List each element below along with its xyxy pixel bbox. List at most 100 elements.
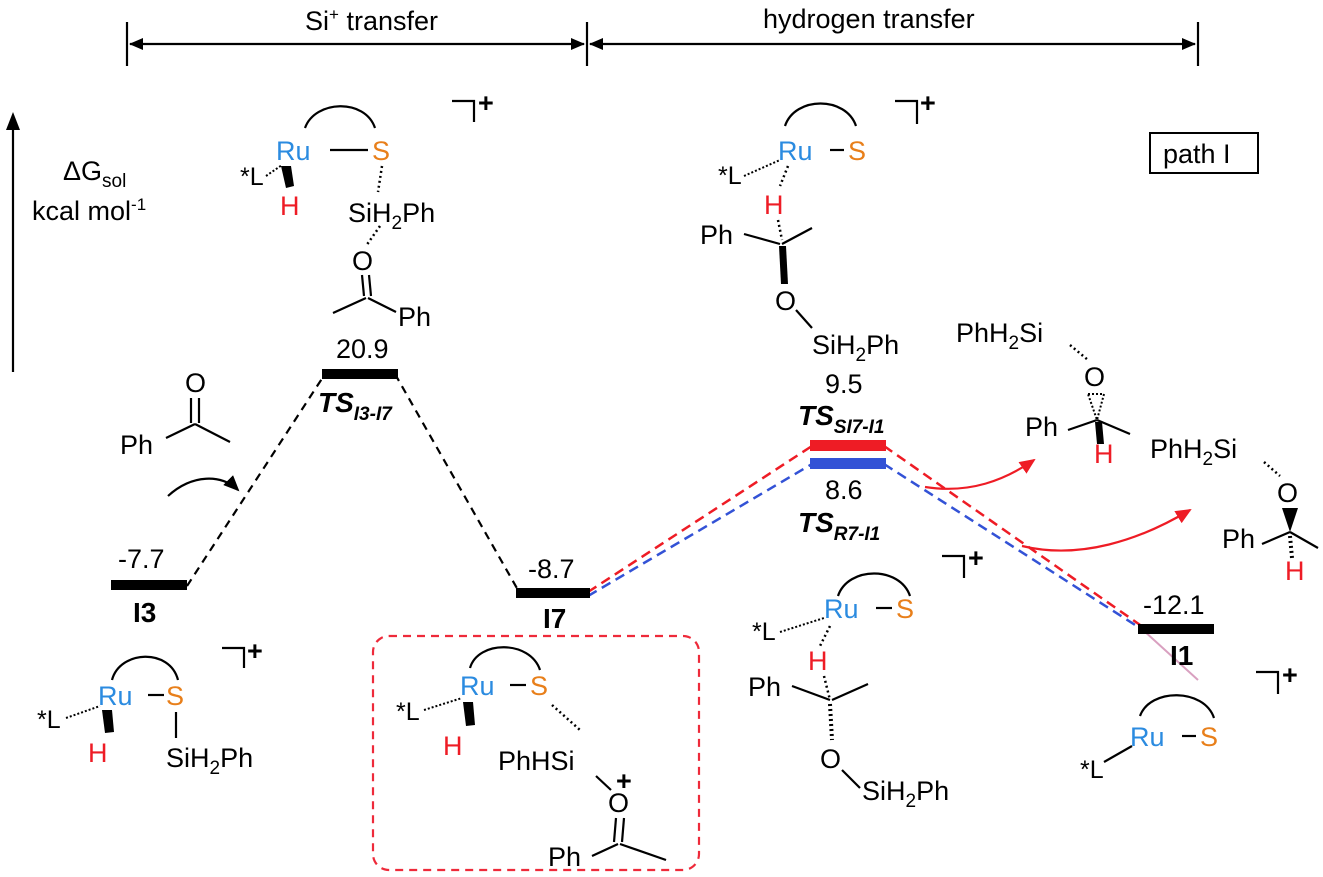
structure-ts-s: Ru S *L H Ph O SiH2Ph + [700,88,936,366]
s-atom: S [166,681,184,711]
hydrogen-transfer-label: hydrogen transfer [763,4,975,34]
ru-atom: Ru [1130,722,1165,752]
link-i1-tail [1142,629,1199,681]
level-label-i7: I7 [543,603,566,634]
o-atom: O [820,744,841,774]
wedge-bond [1095,422,1104,444]
level-energy-i3: -7.7 [118,544,165,574]
level-label-ts-i3-i7: TSI3-I7 [318,387,393,425]
hash-wedge [828,703,834,741]
ph-bond [743,232,781,246]
ph-bond [791,684,831,702]
o-atom: O [775,286,796,316]
bracket [222,646,246,668]
hash-bond [65,705,101,719]
acetophenone-reagent: O Ph [120,368,240,497]
structure-i3: Ru S *L H SiH2Ph + [37,636,263,779]
ru-atom: Ru [824,594,859,624]
level-bar-i7 [516,588,590,598]
structure-ts-i3-i7: Ru S *L H SiH2Ph O Ph + [240,88,494,332]
si-o-dotted [1263,461,1281,477]
y-axis-label: ΔGsol [63,156,126,192]
methyl-bond [1289,531,1319,549]
level-bar-ts-i3-i7 [322,369,398,379]
ligand-l: *L [1080,756,1104,784]
y-axis-units: kcal mol-1 [32,195,146,226]
silyl-group: SiH2Ph [812,330,899,366]
wedge-bond [1282,508,1298,532]
s-si-dotted [376,165,384,193]
s-atom: S [372,136,390,166]
bracket [1256,670,1280,694]
c-o-double-1 [612,817,618,843]
silyl-group: PhHSi [498,746,575,776]
o-atom: O [608,788,629,818]
link-i7-ts-s [587,444,813,594]
reagent-arrow [167,475,240,497]
ph-group: Ph [398,302,431,332]
ph-group: Ph [120,430,153,460]
ph-group: Ph [700,220,733,250]
link-ts-r-i1 [883,462,1144,632]
wedge-bond [281,166,294,188]
charge-plus: + [616,766,632,796]
ligand-l: *L [396,698,420,726]
ligand-l: *L [752,618,776,646]
charge-plus: + [1282,660,1298,690]
ph-group: Ph [548,842,581,872]
structure-i1: Ru S *L + [1080,660,1298,784]
c-o-double-2 [367,274,373,297]
methyl-bond [619,842,667,862]
link-ts-s-i1 [883,444,1144,629]
charge-plus: + [968,543,984,573]
ru-atom: Ru [98,681,133,711]
h-atom: H [1094,439,1114,469]
ph-group: Ph [748,672,781,702]
o-si-bond [841,769,861,789]
o-atom: O [352,246,373,276]
level-label-i1: I1 [1170,640,1193,671]
h-atom: H [443,731,463,761]
level-energy-ts-i3-i7: 20.9 [336,334,389,364]
ligand-l: *L [37,706,61,734]
chelate-arc [468,646,542,671]
methyl-bond [194,423,231,443]
ru-atom: Ru [460,671,495,701]
h-atom: H [280,191,300,221]
ru-atom: Ru [276,136,311,166]
h-c-dotted [822,675,832,701]
link-i7-ts-r [587,462,813,598]
methyl-bond [781,227,813,245]
level-label-ts-s: TSSI7-I1 [798,400,884,438]
structure-i7: Ru S *L H PhHSi O + Ph [396,646,667,872]
level-bar-i1 [1138,624,1214,634]
si-o-dotted [1069,344,1089,361]
chelate-arc [836,572,912,597]
i7-highlight-box [371,634,701,872]
hash-wedge [1288,535,1294,559]
chelate-arc [303,105,377,129]
c-o-double-2 [620,817,626,843]
o-atom: O [1084,362,1105,392]
methyl-bond [1096,418,1131,436]
hash-bond [743,159,781,177]
wedge-bond [463,702,475,726]
path-label-box [1149,132,1259,174]
silyl-group: SiH2Ph [862,776,949,812]
chelate-arc [783,102,858,127]
hash-bond [265,164,283,177]
methyl-bond [831,682,869,702]
level-bar-i3 [111,580,187,590]
ph-bond [1067,418,1098,432]
level-bar-ts-r [810,458,886,469]
silyl-group: PhH2Si [956,318,1043,354]
o-atom: O [185,368,206,398]
chelate-arc [110,655,180,681]
h-atom: H [1285,556,1305,586]
o-si-bond [795,309,813,329]
bracket [942,554,966,578]
level-energy-i7: -8.7 [528,554,575,584]
product-arrow-r [1021,508,1192,552]
s-si-dotted [551,704,581,731]
header-arrows: Si+ transfer hydrogen transfer [125,4,1200,66]
